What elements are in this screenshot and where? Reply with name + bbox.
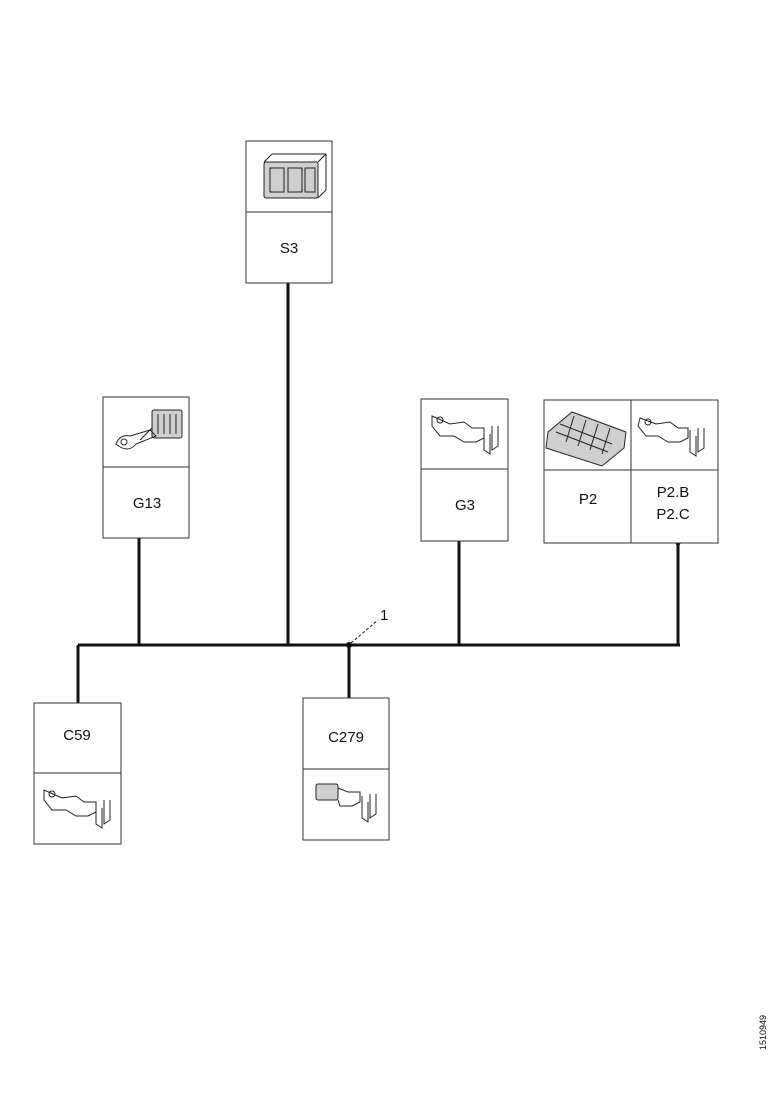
harness-label: 1 xyxy=(380,607,388,624)
reference-code: 1510949 xyxy=(758,1015,768,1050)
c279-label: C279 xyxy=(328,729,364,746)
s3-label: S3 xyxy=(280,240,298,257)
p2-label: P2 xyxy=(579,491,597,508)
terminal-icon xyxy=(431,415,499,455)
component-g3: G3 xyxy=(420,398,509,542)
component-c279: C279 xyxy=(302,697,390,841)
harness-wires xyxy=(76,283,681,703)
ground-terminal-icon xyxy=(115,409,183,450)
component-g13: G13 xyxy=(102,396,190,539)
connector-block-icon xyxy=(545,411,627,467)
terminal-icon xyxy=(637,417,705,457)
g3-frame xyxy=(420,398,509,542)
p2c-label: P2.C xyxy=(656,506,690,523)
g3-label: G3 xyxy=(455,497,475,514)
component-s3: S3 xyxy=(245,140,333,284)
component-c59: C59 xyxy=(33,702,122,845)
terminal-icon xyxy=(315,783,377,823)
callout-leader xyxy=(350,619,379,644)
g13-label: G13 xyxy=(133,495,161,512)
c59-label: C59 xyxy=(63,727,91,744)
terminal-icon xyxy=(43,789,111,829)
component-p2: P2 P2.B P2.C xyxy=(543,399,719,544)
p2b-label: P2.B xyxy=(657,484,690,501)
junction-dot xyxy=(346,642,352,648)
harness-callout: 1 xyxy=(350,607,388,644)
switch-icon xyxy=(263,153,327,199)
